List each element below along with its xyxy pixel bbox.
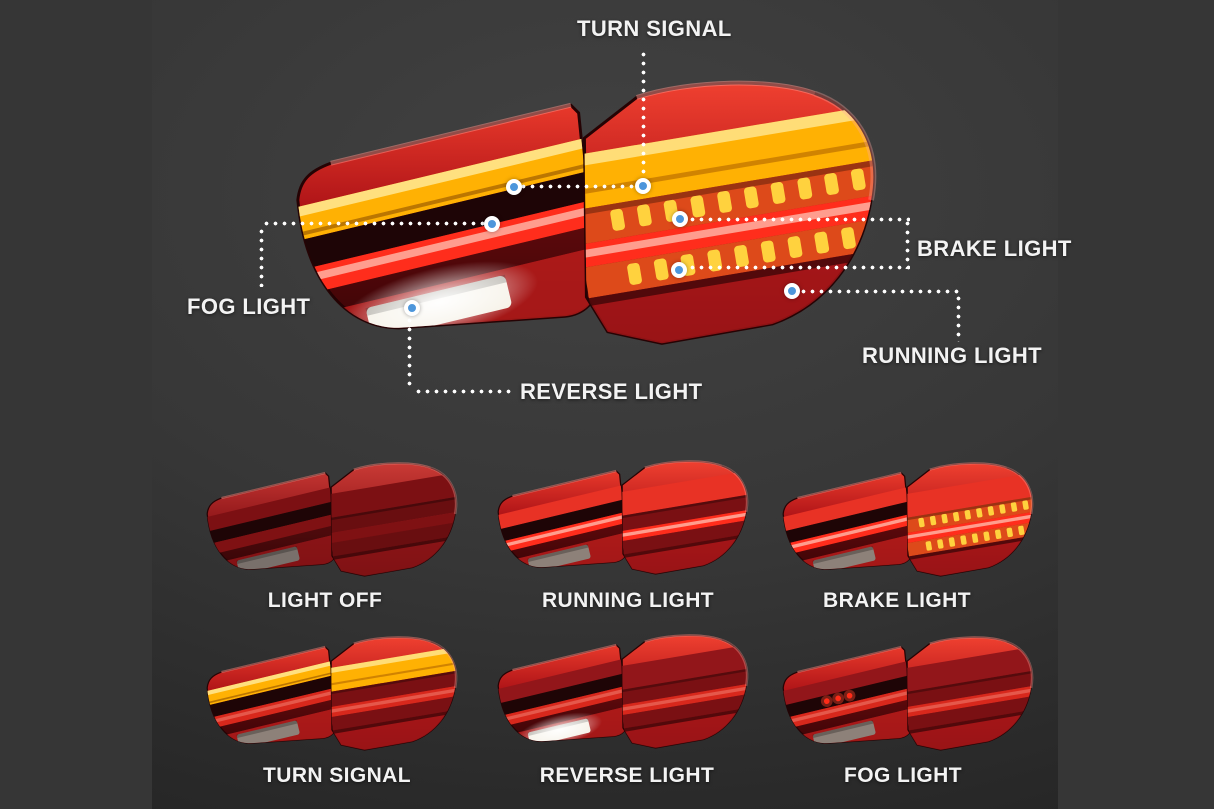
gallery-thumb-brake-light <box>779 462 1047 581</box>
gallery-thumb-running-light <box>494 460 762 579</box>
gallery-caption-light-off: LIGHT OFF <box>267 589 383 612</box>
leader-line-brake-bottom <box>688 265 910 270</box>
leader-line-fog-horizontal <box>262 221 486 226</box>
callout-reverse-light-label: REVERSE LIGHT <box>520 379 703 404</box>
callout-brake-light-label: BRAKE LIGHT <box>917 236 1072 261</box>
gallery-caption-running-light: RUNNING LIGHT <box>541 589 715 612</box>
leader-line-brake-top <box>688 217 910 222</box>
callout-marker-turn-left <box>506 179 522 195</box>
callout-fog-light-label: FOG LIGHT <box>187 294 311 319</box>
gallery-thumb-turn-signal <box>203 636 471 755</box>
leader-line-brake-vertical <box>905 219 910 269</box>
callout-marker-turn-right <box>635 178 651 194</box>
leader-line-fog-vertical <box>259 227 264 287</box>
callout-marker-brake-bottom <box>671 262 687 278</box>
gallery-caption-fog-light: FOG LIGHT <box>844 764 962 787</box>
callout-marker-running <box>784 283 800 299</box>
leader-line-reverse-vertical <box>407 316 412 390</box>
leader-line-running-horizontal <box>799 289 961 294</box>
callout-running-light-label: RUNNING LIGHT <box>862 343 1042 368</box>
gallery-thumb-fog-light <box>779 636 1047 755</box>
callout-turn-signal-label: TURN SIGNAL <box>577 16 732 41</box>
gallery-thumb-light-off <box>203 462 471 581</box>
leader-line-running-vertical <box>956 294 961 342</box>
leader-line-turn-horizontal <box>519 184 645 189</box>
leader-line-turn-vertical <box>641 50 646 182</box>
gallery-caption-turn-signal: TURN SIGNAL <box>263 764 411 787</box>
tail-light-pair-photo <box>288 80 908 355</box>
callout-marker-fog <box>484 216 500 232</box>
gallery-thumb-reverse-light <box>494 634 762 753</box>
gallery-caption-reverse-light: REVERSE LIGHT <box>539 764 715 787</box>
callout-marker-reverse <box>404 300 420 316</box>
gallery-caption-brake-light: BRAKE LIGHT <box>823 589 971 612</box>
leader-line-reverse-horizontal <box>414 389 514 394</box>
callout-marker-brake-top <box>672 211 688 227</box>
